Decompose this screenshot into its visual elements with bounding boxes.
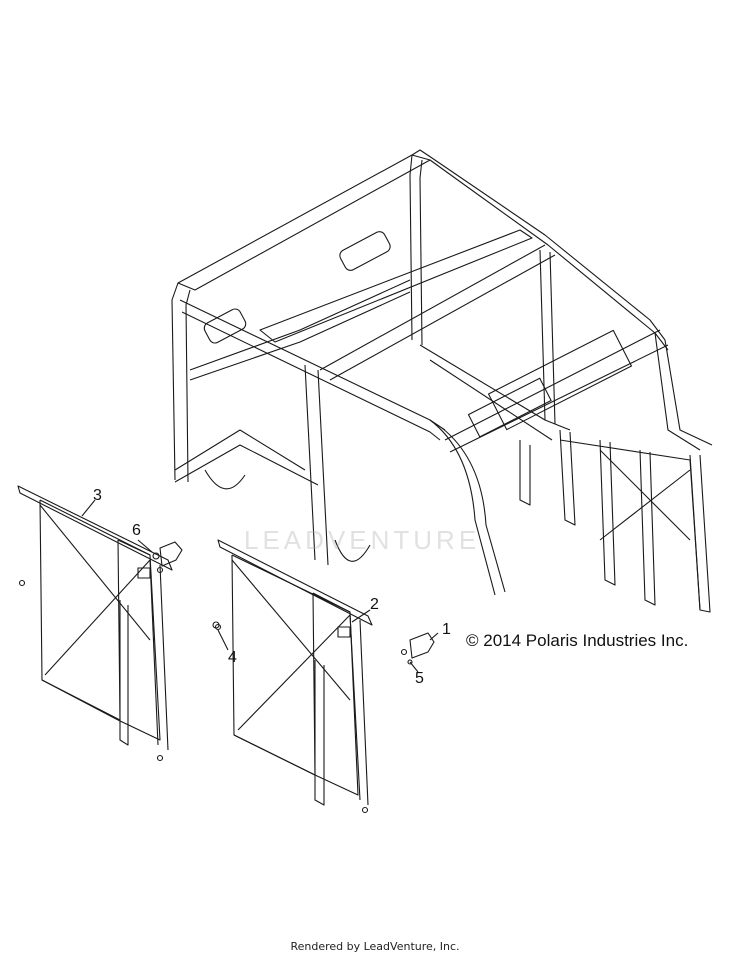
callout-6: 6: [132, 522, 141, 539]
callout-5: 5: [415, 670, 424, 687]
leader-lines: [81, 499, 439, 673]
net-panel-left: [17, 485, 173, 762]
fastener-4: [212, 621, 220, 629]
copyright-notice: © 2014 Polaris Industries Inc.: [466, 631, 689, 650]
bracket-6: [152, 541, 183, 574]
callout-1: 1: [442, 621, 451, 638]
watermark: LEADVENTURE: [244, 525, 481, 555]
callout-4: 4: [228, 649, 237, 666]
callout-3: 3: [93, 487, 102, 504]
bracket-1: [400, 632, 435, 665]
roll-cage-frame: [171, 149, 713, 613]
footer-credit: Rendered by LeadVenture, Inc.: [290, 940, 460, 953]
callout-2: 2: [370, 596, 379, 613]
net-panel-middle: [214, 539, 373, 814]
